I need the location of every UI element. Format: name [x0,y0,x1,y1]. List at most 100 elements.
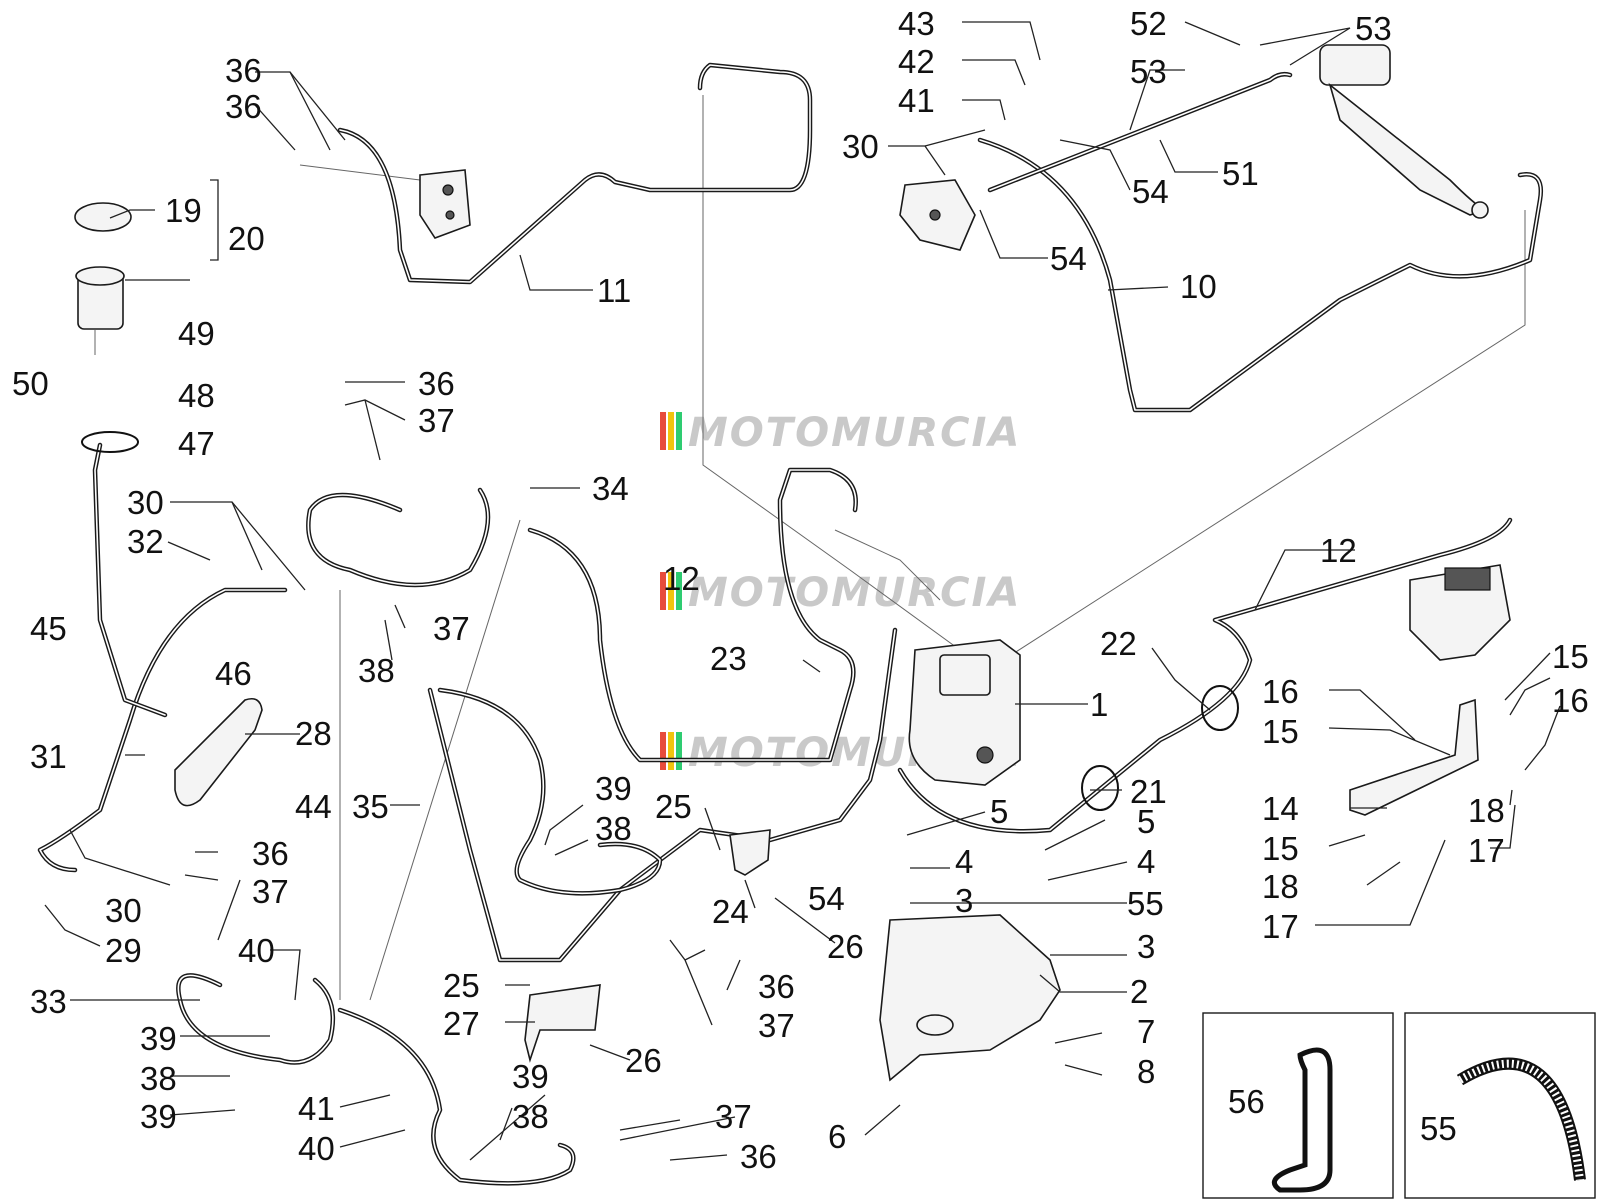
hose-11 [337,62,813,285]
callout-51: 50 [12,365,49,402]
watermark-top: MOTOMURCIA [660,410,1019,456]
callout-8: 8 [1137,1053,1155,1090]
callout-41: 41 [298,1090,335,1127]
callout-15: 15 [1552,638,1589,675]
hose-13 [527,467,858,763]
callout-54: 54 [1132,173,1169,210]
callout-38: 38 [140,1060,177,1097]
callout-49: 48 [178,377,215,414]
callout-55: 55 [1127,885,1164,922]
callout-31: 31 [30,738,67,775]
callout-53: 53 [1130,53,1167,90]
callout-47: 46 [215,655,252,692]
callout-19: 19 [165,192,202,229]
callout-11: 11 [597,272,631,309]
callout-44: 43 [898,5,935,42]
callout-21: 21 [1130,773,1167,810]
callout-20: 20 [228,220,265,257]
callout-39: 39 [512,1058,549,1095]
callout-30: 30 [842,128,879,165]
hose-31 [37,587,288,873]
callout-40: 39 [140,1020,177,1057]
callout-48: 47 [178,425,215,462]
callout-32: 32 [127,523,164,560]
callout-16: 16 [1552,682,1589,719]
callout-37: 37 [758,1007,795,1044]
fluid-reservoir [74,202,132,330]
callout-34: 34 [592,470,629,507]
callout-37: 37 [418,402,455,439]
callout-50: 49 [178,315,215,352]
watermark-middle: MOTOMURCIA [660,570,1021,616]
callout-39: 39 [595,770,632,807]
callout-35: 35 [352,788,389,825]
callout-4: 4 [1137,843,1155,880]
hose-loop-upper [306,487,491,588]
callout-23: 23 [710,640,747,677]
callout-30: 30 [127,484,164,521]
callout-27: 27 [443,1005,480,1042]
callout-55: 54 [808,880,845,917]
assembly-lines [94,95,1526,1001]
callout-36: 36 [418,365,455,402]
callout-26: 26 [827,928,864,965]
callout-10: 10 [1180,268,1217,305]
callout-52: 51 [1222,155,1259,192]
callout-43: 42 [898,43,935,80]
callout-12-left: 12 [663,560,700,597]
callout-16: 16 [1262,673,1299,710]
callout-39: 39 [140,1098,177,1135]
callout-37: 37 [715,1098,752,1135]
delay-valve-right [899,179,976,251]
callout-3: 3 [1137,928,1155,965]
callout-42: 41 [898,82,935,119]
brake-hoses [37,62,1544,1186]
callout-30: 30 [105,892,142,929]
hose-clamps [81,431,1239,811]
callout-17: 17 [1262,908,1299,945]
callout-45: 44 [295,788,332,825]
callout-25: 25 [655,788,692,825]
hose-33 [176,973,336,1065]
callout-2: 2 [1130,973,1148,1010]
callout-numbers: 1 2 3 3 4 4 5 5 6 7 8 10 11 12 12 14 15 … [12,5,1589,1175]
callout-5: 5 [990,793,1008,830]
bracket-24 [729,829,771,876]
callout-46: 45 [30,610,67,647]
hose-bottom [337,1007,576,1186]
master-cylinder-28 [174,697,263,807]
svg-text:MOTOMURCIA: MOTOMURCIA [688,570,1021,616]
callout-39: 38 [358,652,395,689]
callout-41: 40 [238,932,275,969]
callout-53: 52 [1130,5,1167,42]
callout-36: 36 [740,1138,777,1175]
bracket-14 [1349,698,1479,816]
abs-unit [908,639,1021,786]
master-cylinder-handlebar [1319,44,1489,219]
callout-54: 54 [1050,240,1087,277]
callout-36: 36 [758,968,795,1005]
callout-1: 1 [1090,686,1108,723]
callout-26: 26 [625,1042,662,1079]
hose-46 [92,442,168,718]
callout-5: 5 [1137,803,1155,840]
callout-56: 55 [1420,1110,1457,1147]
bracket-27 [524,984,601,1063]
abs-bracket [879,914,1061,1082]
callout-38: 38 [512,1098,549,1135]
callout-6: 6 [828,1118,846,1155]
callout-4: 4 [955,843,973,880]
callout-18: 18 [1468,792,1505,829]
callout-57: 56 [1228,1083,1265,1120]
callout-36: 36 [225,88,262,125]
callout-14: 14 [1262,790,1299,827]
callout-37: 37 [252,873,289,910]
hose-pipe-middle [427,627,898,963]
callout-7: 7 [1137,1013,1155,1050]
callout-24: 24 [712,893,749,930]
callout-15: 15 [1262,713,1299,750]
callout-22: 22 [1100,625,1137,662]
callout-38: 38 [595,810,632,847]
callout-12: 12 [1320,532,1357,569]
